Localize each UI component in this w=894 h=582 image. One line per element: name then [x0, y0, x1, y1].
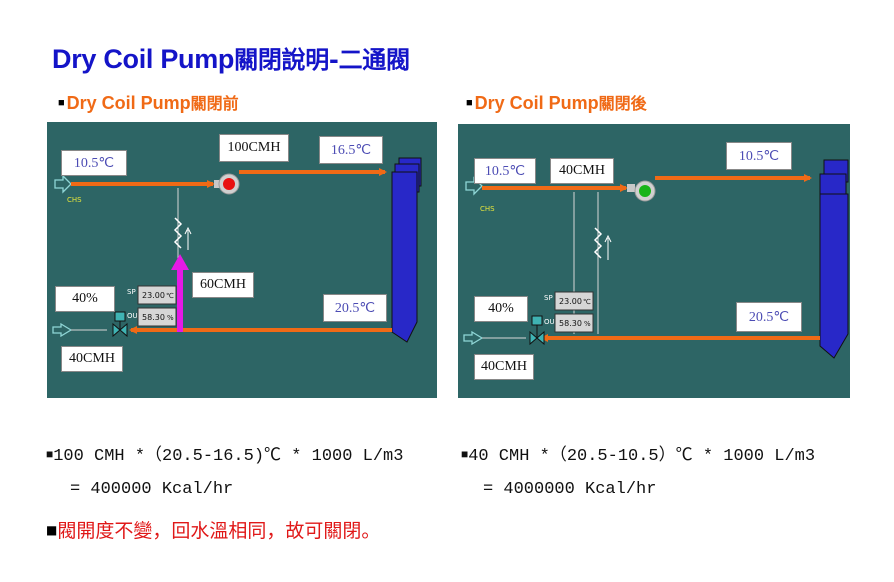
- outlet-arrow-icon: [52, 322, 73, 338]
- return-flow-label: 40CMH: [474, 354, 534, 380]
- valve-opening-label: 40%: [55, 286, 115, 312]
- pump-icon: [627, 180, 656, 202]
- controller-display: SP OUT 23.00 ℃ 58.30 %: [127, 285, 177, 327]
- coil-icon: [391, 157, 422, 343]
- out-label: OUT: [544, 318, 560, 326]
- out-label: OUT: [127, 312, 143, 320]
- pump-status-indicator: [223, 178, 235, 190]
- coil-icon: [819, 159, 849, 359]
- formula-after-line2: = 4000000 Kcal/hr: [483, 480, 657, 499]
- control-valve-icon: [112, 311, 128, 338]
- inlet-temp-label: 10.5℃: [474, 158, 536, 184]
- page-title: Dry Coil Pump關閉說明-二通閥: [52, 40, 410, 75]
- out-unit: %: [584, 320, 591, 328]
- control-valve-icon: [529, 315, 545, 346]
- before-schematic: CHS: [52, 157, 422, 343]
- out-value: 58.30: [142, 313, 165, 322]
- return-flow-label: 40CMH: [61, 346, 123, 372]
- sp-unit: ℃: [166, 292, 174, 300]
- inlet-temp-label: 10.5℃: [61, 150, 127, 176]
- two-way-valve-icon: [593, 227, 612, 260]
- out-value: 58.30: [559, 319, 582, 328]
- sp-value: 23.00: [559, 297, 582, 306]
- return-temp-label: 20.5℃: [736, 302, 802, 332]
- return-temp-label: 20.5℃: [323, 294, 387, 322]
- after-diagram: CHS SP OUT: [458, 124, 850, 398]
- pump-icon: [214, 173, 240, 195]
- sp-label: SP: [544, 294, 553, 302]
- title-zh: 關閉說明-二通閥: [234, 46, 410, 74]
- supply-temp-label: 16.5℃: [319, 136, 383, 164]
- after-schematic: CHS SP OUT: [463, 159, 849, 359]
- out-unit: %: [167, 314, 174, 322]
- conclusion-text: ■閥開度不變，回水溫相同，故可關閉。: [46, 520, 381, 542]
- pump-flow-label: 100CMH: [219, 134, 289, 162]
- two-way-valve-icon: [173, 217, 192, 250]
- valve-opening-label: 40%: [474, 296, 528, 322]
- sp-unit: ℃: [583, 298, 591, 306]
- controller-display: SP OUT 23.00 ℃ 58.30 %: [544, 291, 594, 333]
- title-en: Dry Coil Pump: [52, 44, 235, 74]
- bypass-flow-arrow-icon: [171, 254, 189, 332]
- outlet-arrow-icon: [463, 330, 484, 346]
- sp-value: 23.00: [142, 291, 165, 300]
- formula-before-line2: = 400000 Kcal/hr: [70, 480, 234, 499]
- supply-temp-label: 10.5℃: [726, 142, 792, 170]
- pump-status-indicator: [639, 185, 651, 197]
- after-heading: ■Dry Coil Pump關閉後: [466, 93, 647, 113]
- chs-label: CHS: [480, 205, 495, 213]
- before-heading: ■Dry Coil Pump關閉前: [58, 93, 239, 113]
- sp-label: SP: [127, 288, 136, 296]
- formula-before-line1: ■100 CMH *（20.5-16.5)℃ * 1000 L/m3: [46, 447, 404, 466]
- bypass-flow-label: 60CMH: [192, 272, 254, 298]
- chs-label: CHS: [67, 196, 82, 204]
- pump-flow-label: 40CMH: [550, 158, 614, 184]
- before-diagram: CHS: [47, 122, 437, 398]
- inlet-arrow-icon: [54, 174, 72, 194]
- formula-after-line1: ■40 CMH *（20.5-10.5）℃ * 1000 L/m3: [461, 447, 816, 466]
